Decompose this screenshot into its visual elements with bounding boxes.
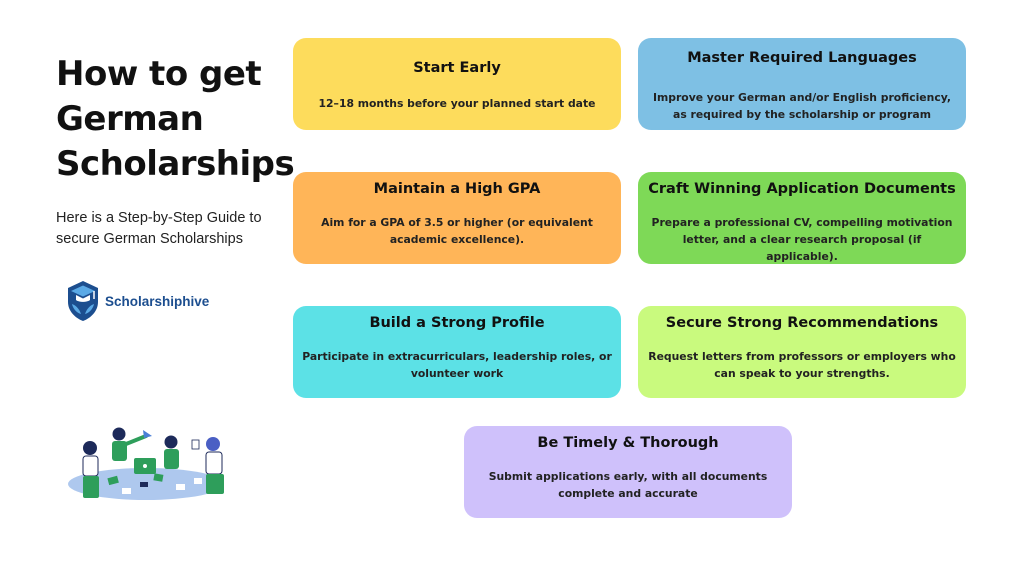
- card-title: Start Early: [413, 60, 501, 76]
- card-description: Prepare a professional CV, compelling mo…: [651, 216, 953, 263]
- card-title: Craft Winning Application Documents: [648, 181, 956, 197]
- card-title: Maintain a High GPA: [373, 181, 541, 197]
- brand-logo: Scholarshiphive: [64, 280, 209, 322]
- title-line: How to get: [56, 54, 262, 94]
- page-subtitle: Here is a Step-by-Step Guide to secure G…: [56, 210, 262, 247]
- step-card-master-languages: Master Required Languages Improve your G…: [638, 38, 966, 130]
- step-card-timely-thorough: Be Timely & Thorough Submit applications…: [464, 426, 792, 518]
- card-description: Request letters from professors or emplo…: [648, 350, 956, 380]
- card-title: Secure Strong Recommendations: [665, 315, 939, 331]
- graduation-cap-shield-icon: [68, 281, 98, 321]
- title-line: German: [56, 99, 204, 139]
- card-description: Improve your German and/or English profi…: [652, 91, 952, 121]
- page-title: How to get German Scholarships: [56, 52, 295, 187]
- card-title: Be Timely & Thorough: [537, 435, 719, 451]
- card-description: Aim for a GPA of 3.5 or higher (or equiv…: [321, 216, 593, 246]
- brand-name: Scholarshiphive: [105, 293, 210, 309]
- step-card-start-early: Start Early 12–18 months before your pla…: [293, 38, 621, 130]
- card-description: Participate in extracurriculars, leaders…: [302, 350, 612, 380]
- team-collaboration-illustration: [68, 427, 224, 500]
- step-card-recommendations: Secure Strong Recommendations Request le…: [638, 306, 966, 398]
- card-title: Master Required Languages: [687, 50, 917, 66]
- card-title: Build a Strong Profile: [369, 315, 545, 331]
- step-card-strong-profile: Build a Strong Profile Participate in ex…: [293, 306, 621, 398]
- title-line: Scholarships: [56, 144, 295, 184]
- step-card-application-documents: Craft Winning Application Documents Prep…: [638, 172, 966, 264]
- card-description: 12–18 months before your planned start d…: [318, 97, 596, 110]
- step-card-high-gpa: Maintain a High GPA Aim for a GPA of 3.5…: [293, 172, 621, 264]
- card-description: Submit applications early, with all docu…: [488, 470, 768, 500]
